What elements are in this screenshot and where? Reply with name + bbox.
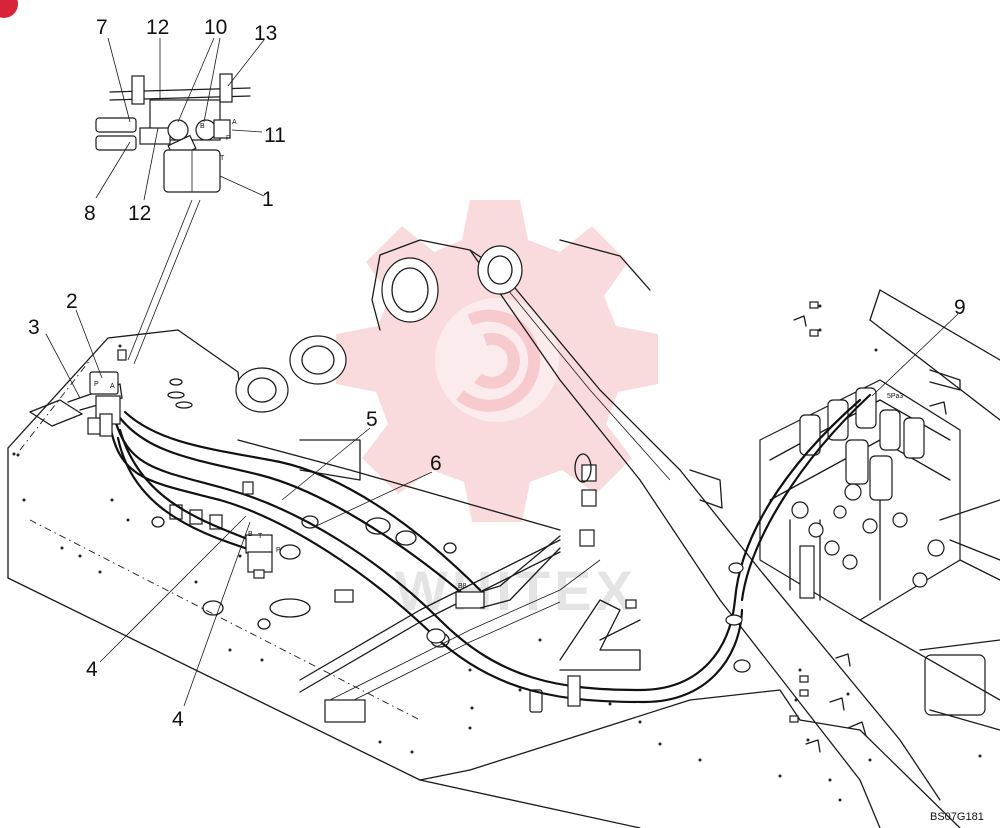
callout-13: 13 — [254, 22, 277, 45]
detail-port-t: T — [220, 155, 225, 162]
detail-port-p: P — [226, 135, 231, 142]
cv-port-code: 5Pa3 — [887, 393, 903, 400]
valve-port-p: P — [94, 381, 99, 388]
junction-port-p: P — [276, 547, 281, 554]
detail-solenoid-assembly: A P B T — [95, 73, 251, 193]
hose-clamps — [242, 481, 751, 707]
valve-port-a: A — [110, 383, 115, 390]
callout-10: 10 — [204, 16, 227, 39]
callout-labels: 7 12 10 13 11 1 8 12 2 3 5 6 9 4 4 — [28, 16, 966, 731]
coupling-port-b8: B8 — [458, 583, 467, 590]
main-control-valve: 5Pa3 — [759, 379, 1000, 621]
upper-frame — [7, 239, 1000, 828]
callout-1: 1 — [262, 188, 274, 211]
watermark-text: WHITEX — [395, 559, 637, 622]
solenoid-valve-mounted: A P — [29, 349, 127, 437]
corner-badge — [0, 0, 18, 18]
callout-9: 9 — [954, 296, 966, 319]
hose-junction-block: B T P — [245, 531, 281, 579]
leader-lines — [45, 37, 959, 707]
figure-code: BS07G181 — [930, 811, 984, 823]
callout-5: 5 — [366, 408, 378, 431]
watermark-gear-center — [435, 298, 559, 422]
hose-coupling-b8: B8 — [455, 535, 561, 609]
junction-port-t: T — [258, 533, 263, 540]
junction-port-b: B — [248, 531, 253, 538]
callout-6: 6 — [430, 452, 442, 475]
callout-12-top: 12 — [146, 16, 169, 39]
detail-port-a: A — [232, 119, 237, 126]
frame-brackets-right — [789, 301, 947, 753]
callout-2: 2 — [66, 290, 78, 313]
callout-12-bottom: 12 — [128, 202, 151, 225]
callout-3: 3 — [28, 316, 40, 339]
callout-4-left: 4 — [86, 658, 98, 681]
callout-8: 8 — [84, 202, 96, 225]
detail-pointer-lines — [127, 199, 201, 365]
detail-port-b: B — [200, 123, 205, 130]
callout-4-right: 4 — [172, 708, 184, 731]
watermark-gear-rings — [456, 309, 541, 412]
callout-7: 7 — [96, 16, 108, 39]
callout-11: 11 — [264, 124, 286, 147]
